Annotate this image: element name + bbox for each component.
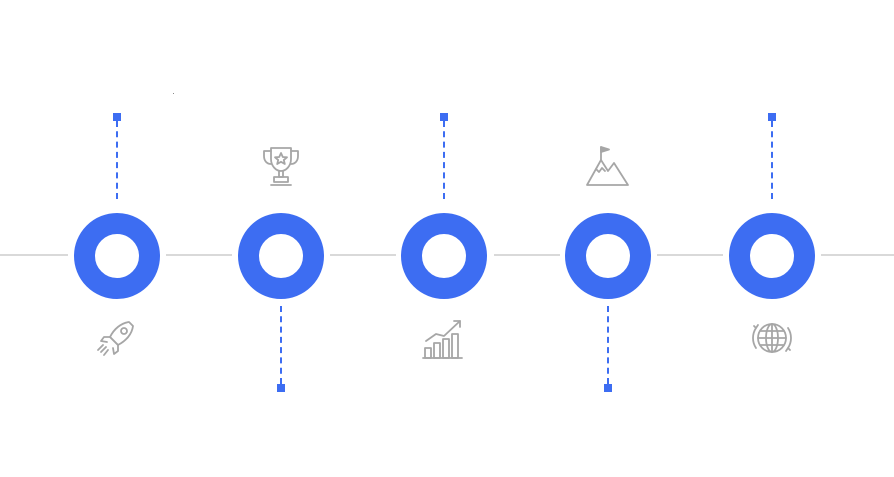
milestone-3-node [401,213,487,299]
milestone-4-end-marker [604,384,612,392]
milestone-1-end-marker [113,113,121,121]
rocket-icon [93,314,141,362]
timeline-axis-segment [494,254,560,256]
milestone-3-connector [443,121,445,199]
trophy-icon [257,143,305,191]
milestone-1-node [74,213,160,299]
timeline-axis-segment [657,254,723,256]
timeline-axis-segment [821,254,894,256]
milestone-5-node [729,213,815,299]
milestone-4-node [565,213,651,299]
timeline-axis-segment [330,254,396,256]
mountain-flag-icon [584,143,632,191]
milestone-3-end-marker [440,113,448,121]
milestone-2-node [238,213,324,299]
stray-mark [173,93,174,94]
milestone-1-connector [116,121,118,199]
milestone-4-connector [607,306,609,384]
milestone-2-end-marker [277,384,285,392]
globe-icon [748,314,796,362]
growth-chart-icon [420,314,468,362]
timeline-axis-segment [0,254,68,256]
milestone-5-end-marker [768,113,776,121]
milestone-2-connector [280,306,282,384]
milestone-5-connector [771,121,773,199]
timeline-axis-segment [166,254,232,256]
